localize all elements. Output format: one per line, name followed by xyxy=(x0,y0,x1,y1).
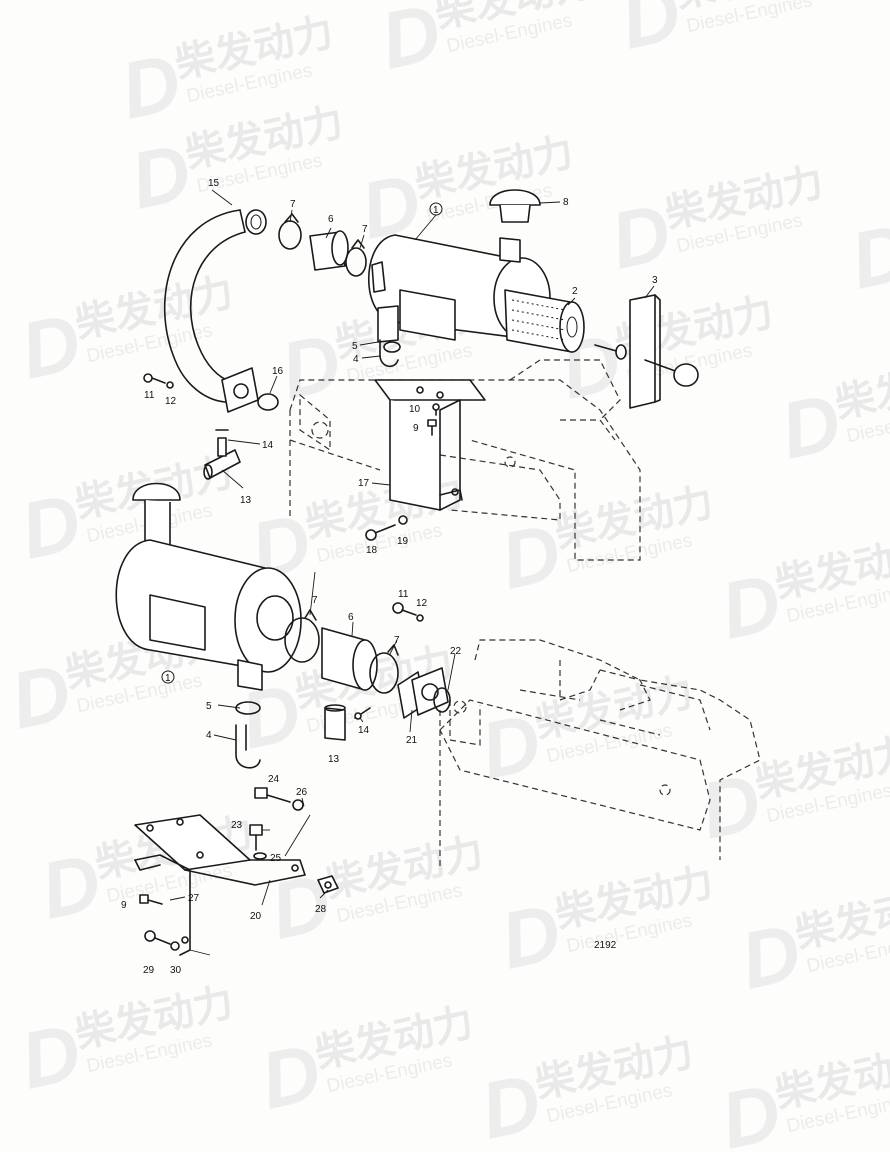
label-6-upper: 6 xyxy=(328,214,334,225)
label-15: 15 xyxy=(208,178,220,189)
label-1-lower: 1 xyxy=(165,673,171,684)
engine-outline-lower xyxy=(439,639,761,870)
leader-lines xyxy=(169,189,655,956)
label-23: 23 xyxy=(231,820,243,831)
label-28: 28 xyxy=(315,904,327,915)
flange-lower xyxy=(397,667,451,719)
mounting-bracket-17 xyxy=(374,379,486,511)
label-8: 8 xyxy=(563,197,569,208)
label-3: 3 xyxy=(652,275,658,286)
label-29: 29 xyxy=(143,965,155,976)
outlet-elbow-upper xyxy=(379,339,401,368)
drawing-number: 2192 xyxy=(594,940,617,951)
label-17: 17 xyxy=(358,478,370,489)
bolt-18-19 xyxy=(365,515,408,541)
tee-fitting-upper xyxy=(203,429,241,480)
bolts-9-29-30 xyxy=(139,894,180,951)
wing-bolt xyxy=(594,344,699,387)
watermark-cn: 柴发动力 xyxy=(831,349,890,427)
label-16: 16 xyxy=(272,366,284,377)
label-1-upper-ring xyxy=(429,202,443,216)
label-10-upper: 10 xyxy=(409,404,421,415)
label-5-upper: 5 xyxy=(352,341,358,352)
label-2: 2 xyxy=(572,286,578,297)
label-11-upper: 11 xyxy=(144,390,155,401)
label-7-upper-left: 7 xyxy=(290,199,296,210)
mounting-bracket-20 xyxy=(134,814,306,956)
label-22: 22 xyxy=(450,646,462,657)
bolt-lower-11-12 xyxy=(392,602,424,622)
hose-upper xyxy=(309,230,349,271)
label-7-upper-right: 7 xyxy=(362,224,368,235)
label-26: 26 xyxy=(296,787,308,798)
label-11-lower: 11 xyxy=(398,589,409,600)
label-4-lower: 4 xyxy=(206,730,212,741)
label-14-upper: 14 xyxy=(262,440,274,451)
label-1-upper: 1 xyxy=(433,205,439,216)
label-7-lower-left: 7 xyxy=(312,595,318,606)
rain-cap-upper xyxy=(489,189,541,223)
bolt-23-24-25-26 xyxy=(249,787,304,860)
flange-upper xyxy=(221,367,279,413)
hose-lower xyxy=(321,627,378,691)
label-9-lower: 9 xyxy=(121,900,127,911)
outlet-elbow-lower xyxy=(235,701,261,769)
label-14-lower: 14 xyxy=(358,725,370,736)
bolt-upper-10-9 xyxy=(427,403,440,436)
label-1-lower-ring xyxy=(161,670,175,684)
hose-clamp-upper-right xyxy=(345,239,367,277)
label-6-lower: 6 xyxy=(348,612,354,623)
watermark-logo-icon: D xyxy=(613,0,688,66)
label-19: 19 xyxy=(397,536,409,547)
hose-clamp-upper-left xyxy=(278,213,302,250)
label-24: 24 xyxy=(268,774,280,785)
part-labels: 15 7 6 7 1 8 2 3 5 4 16 11 12 10 9 14 13… xyxy=(121,178,658,976)
label-12-lower: 12 xyxy=(416,598,428,609)
label-20: 20 xyxy=(250,911,262,922)
filter-element xyxy=(504,289,585,353)
air-filter-housing-lower xyxy=(115,539,302,691)
nut-28 xyxy=(317,875,339,894)
label-12-upper: 12 xyxy=(165,396,177,407)
label-27: 27 xyxy=(188,893,200,904)
intake-pipe-15 xyxy=(163,209,267,403)
fitting-lower-13-14 xyxy=(324,704,371,741)
label-4-upper: 4 xyxy=(353,354,359,365)
label-9-upper: 9 xyxy=(413,423,419,434)
label-30: 30 xyxy=(170,965,182,976)
bolt-upper-11-12 xyxy=(143,373,174,389)
hose-clamp-lower-left xyxy=(284,609,320,663)
label-13-upper: 13 xyxy=(240,495,252,506)
label-5-lower: 5 xyxy=(206,701,212,712)
watermark-logo-icon: D xyxy=(843,207,890,306)
label-18: 18 xyxy=(366,545,378,556)
label-7-lower-right: 7 xyxy=(394,635,400,646)
label-21: 21 xyxy=(406,735,418,746)
label-25: 25 xyxy=(270,853,282,864)
bracket-3 xyxy=(629,294,661,409)
label-13-lower: 13 xyxy=(328,754,340,765)
